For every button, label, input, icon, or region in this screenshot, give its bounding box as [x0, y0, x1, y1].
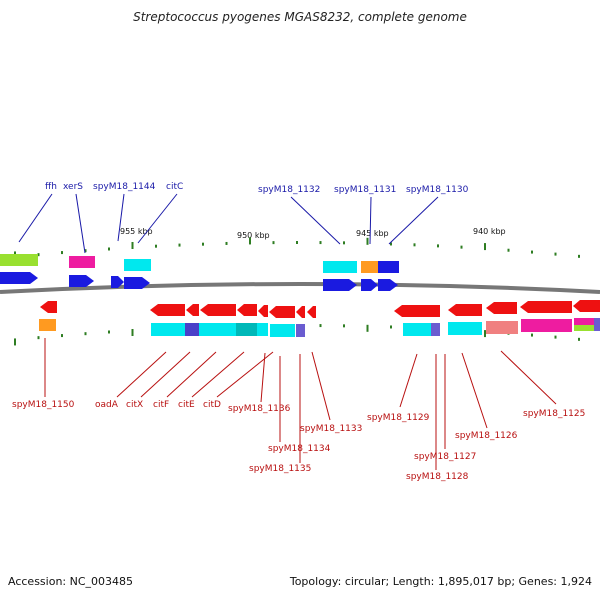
scale-label-955: 955 kbp [120, 227, 153, 236]
gene-spyM18_1127-arrow[interactable] [448, 304, 482, 316]
gene-citD-box[interactable] [257, 323, 268, 336]
gene-citF-box[interactable] [199, 323, 236, 336]
gene-ffh-arrow[interactable] [0, 272, 38, 284]
label-citX[interactable]: citX [126, 400, 143, 410]
label-spyM18_1144[interactable]: spyM18_1144 [93, 182, 156, 192]
label-citD[interactable]: citD [203, 400, 221, 410]
gene-spyM18_1130-arrow[interactable] [378, 279, 398, 291]
gene-spyM18_1126-arrow[interactable] [486, 302, 517, 314]
gene-citE-box[interactable] [236, 323, 257, 336]
label-citF[interactable]: citF [153, 400, 169, 410]
label-spyM18_1126[interactable]: spyM18_1126 [455, 431, 518, 441]
label-oadA[interactable]: oadA [95, 400, 119, 410]
gene-citF-arrow[interactable] [200, 304, 236, 316]
label-spyM18_1130[interactable]: spyM18_1130 [406, 185, 469, 195]
gene-spyM18_1134-arrow[interactable] [296, 306, 305, 318]
genome-summary-text: Topology: circular; Length: 1,895,017 bp… [289, 575, 592, 588]
bottom-leader-lines [44, 338, 557, 470]
label-spyM18_1132[interactable]: spyM18_1132 [258, 185, 320, 195]
label-citC[interactable]: citC [166, 182, 183, 192]
reverse-genes [39, 300, 600, 337]
gene-spyM18_1130-box[interactable] [378, 261, 399, 273]
gene-next-box-a[interactable] [574, 318, 594, 326]
gene-xerS-box[interactable] [69, 256, 95, 268]
label-spyM18_1133[interactable]: spyM18_1133 [300, 424, 362, 434]
gene-citX-box[interactable] [185, 323, 199, 336]
gene-spyM18_1150-arrow[interactable] [40, 301, 57, 313]
label-spyM18_1135[interactable]: spyM18_1135 [249, 464, 311, 474]
scale-label-940: 940 kbp [473, 227, 506, 236]
scale-label-945: 945 kbp [356, 229, 389, 238]
map-title: Streptococcus pyogenes MGAS8232, complet… [133, 10, 467, 24]
label-spyM18_1129[interactable]: spyM18_1129 [367, 413, 430, 423]
gene-spyM18_1125-arrow[interactable] [520, 301, 572, 313]
label-ffh[interactable]: ffh [45, 182, 57, 192]
gene-spyM18_1129-box[interactable] [403, 323, 431, 336]
accession-text: Accession: NC_003485 [8, 575, 134, 588]
label-spyM18_1150[interactable]: spyM18_1150 [12, 400, 75, 410]
gene-spyM18_1131-box[interactable] [361, 261, 378, 273]
gene-spyM18_1133-arrow[interactable] [307, 306, 316, 318]
bottom-labels: spyM18_1150 oadA citX citF citE citD spy… [12, 400, 585, 482]
label-citE[interactable]: citE [178, 400, 195, 410]
gene-spyM18_1135-box[interactable] [296, 324, 305, 337]
gene-spyM18_1125-box[interactable] [521, 319, 572, 332]
gene-citC-box[interactable] [124, 259, 151, 271]
gene-citE-arrow[interactable] [237, 304, 257, 316]
scale-ticks-top [14, 237, 580, 259]
gene-spyM18_1150-box[interactable] [39, 319, 56, 331]
gene-next-box-b[interactable] [574, 325, 594, 331]
gene-spyM18_1128-box[interactable] [431, 323, 440, 336]
gene-citC-arrow[interactable] [124, 277, 150, 289]
gene-spyM18_1136-box[interactable] [270, 324, 295, 337]
gene-oadA-arrow[interactable] [150, 304, 185, 316]
gene-spyM18_1144-arrow[interactable] [111, 276, 124, 288]
gene-next-arrow[interactable] [573, 300, 600, 312]
label-spyM18_1131[interactable]: spyM18_1131 [334, 185, 396, 195]
label-xerS[interactable]: xerS [63, 182, 83, 192]
top-leader-lines [18, 193, 439, 254]
label-spyM18_1127[interactable]: spyM18_1127 [414, 452, 476, 462]
gene-ffh-box[interactable] [0, 254, 38, 266]
gene-spyM18_1127-box[interactable] [448, 322, 482, 335]
label-spyM18_1128[interactable]: spyM18_1128 [406, 472, 469, 482]
genome-backbone [0, 282, 600, 294]
gene-spyM18_1131-arrow[interactable] [361, 279, 378, 291]
gene-spyM18_1132-box[interactable] [323, 261, 357, 273]
gene-spyM18_1126-box[interactable] [486, 321, 518, 334]
label-spyM18_1134[interactable]: spyM18_1134 [268, 444, 331, 454]
scale-label-950: 950 kbp [237, 231, 270, 240]
gene-spyM18_1129-arrow[interactable] [394, 305, 440, 317]
label-spyM18_1136[interactable]: spyM18_1136 [228, 404, 291, 414]
gene-next-box-c[interactable] [594, 318, 600, 331]
gene-oadA-box[interactable] [151, 323, 185, 336]
gene-spyM18_1136-arrow[interactable] [269, 306, 295, 318]
top-labels: ffh xerS spyM18_1144 citC spyM18_1132 sp… [45, 182, 469, 195]
gene-citD-arrow[interactable] [258, 305, 268, 317]
label-spyM18_1125[interactable]: spyM18_1125 [523, 409, 585, 419]
gene-spyM18_1132-arrow[interactable] [323, 279, 357, 291]
gene-citX-arrow[interactable] [186, 304, 199, 316]
gene-xerS-arrow[interactable] [69, 275, 94, 287]
forward-genes [0, 254, 399, 291]
